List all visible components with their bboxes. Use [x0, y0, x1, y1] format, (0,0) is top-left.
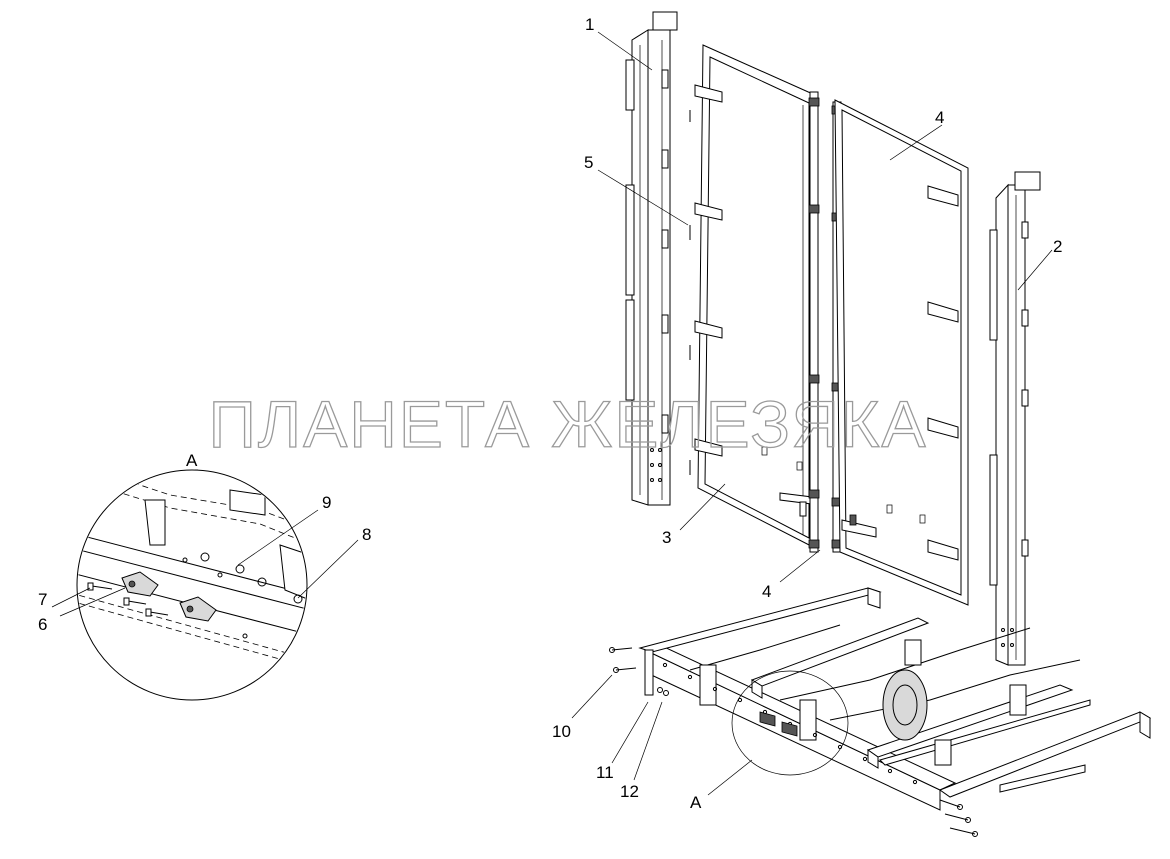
- bolts-part-10-11-12: [609, 647, 669, 696]
- section-marker-a: А: [690, 793, 702, 812]
- post-right-part-2: [989, 171, 1041, 666]
- callout-1: 1: [585, 15, 594, 34]
- callout-labels: 1 2 3 4 4 5 6 7 8 9 10 11 12 А А: [38, 15, 1062, 812]
- door-right-part-4: [761, 99, 969, 606]
- bolts-right-end: [939, 799, 978, 837]
- detail-view-a: [76, 469, 308, 701]
- callout-7: 7: [38, 590, 47, 609]
- callout-6: 6: [38, 615, 47, 634]
- callout-3: 3: [662, 528, 671, 547]
- callout-2: 2: [1053, 237, 1062, 256]
- hinge-left-door: [694, 84, 723, 457]
- post-left-part-1: [625, 11, 678, 506]
- callout-10: 10: [552, 722, 571, 741]
- rail-holes: [662, 662, 918, 785]
- callout-4-door: 4: [935, 108, 944, 127]
- leader-lines: [51, 31, 1053, 796]
- callout-9: 9: [322, 493, 331, 512]
- callout-4-hinge: 4: [762, 582, 771, 601]
- callout-12: 12: [620, 782, 639, 801]
- hinge-right-door: [927, 185, 959, 561]
- watermark: ПЛАНЕТА ЖЕЛЕЗЯКА: [208, 387, 927, 461]
- callout-5: 5: [584, 153, 593, 172]
- callout-8: 8: [362, 525, 371, 544]
- frame-chassis: [609, 587, 1152, 837]
- door-left-part-3: [689, 44, 816, 549]
- callout-11: 11: [596, 763, 614, 782]
- detail-view-label: А: [186, 451, 198, 470]
